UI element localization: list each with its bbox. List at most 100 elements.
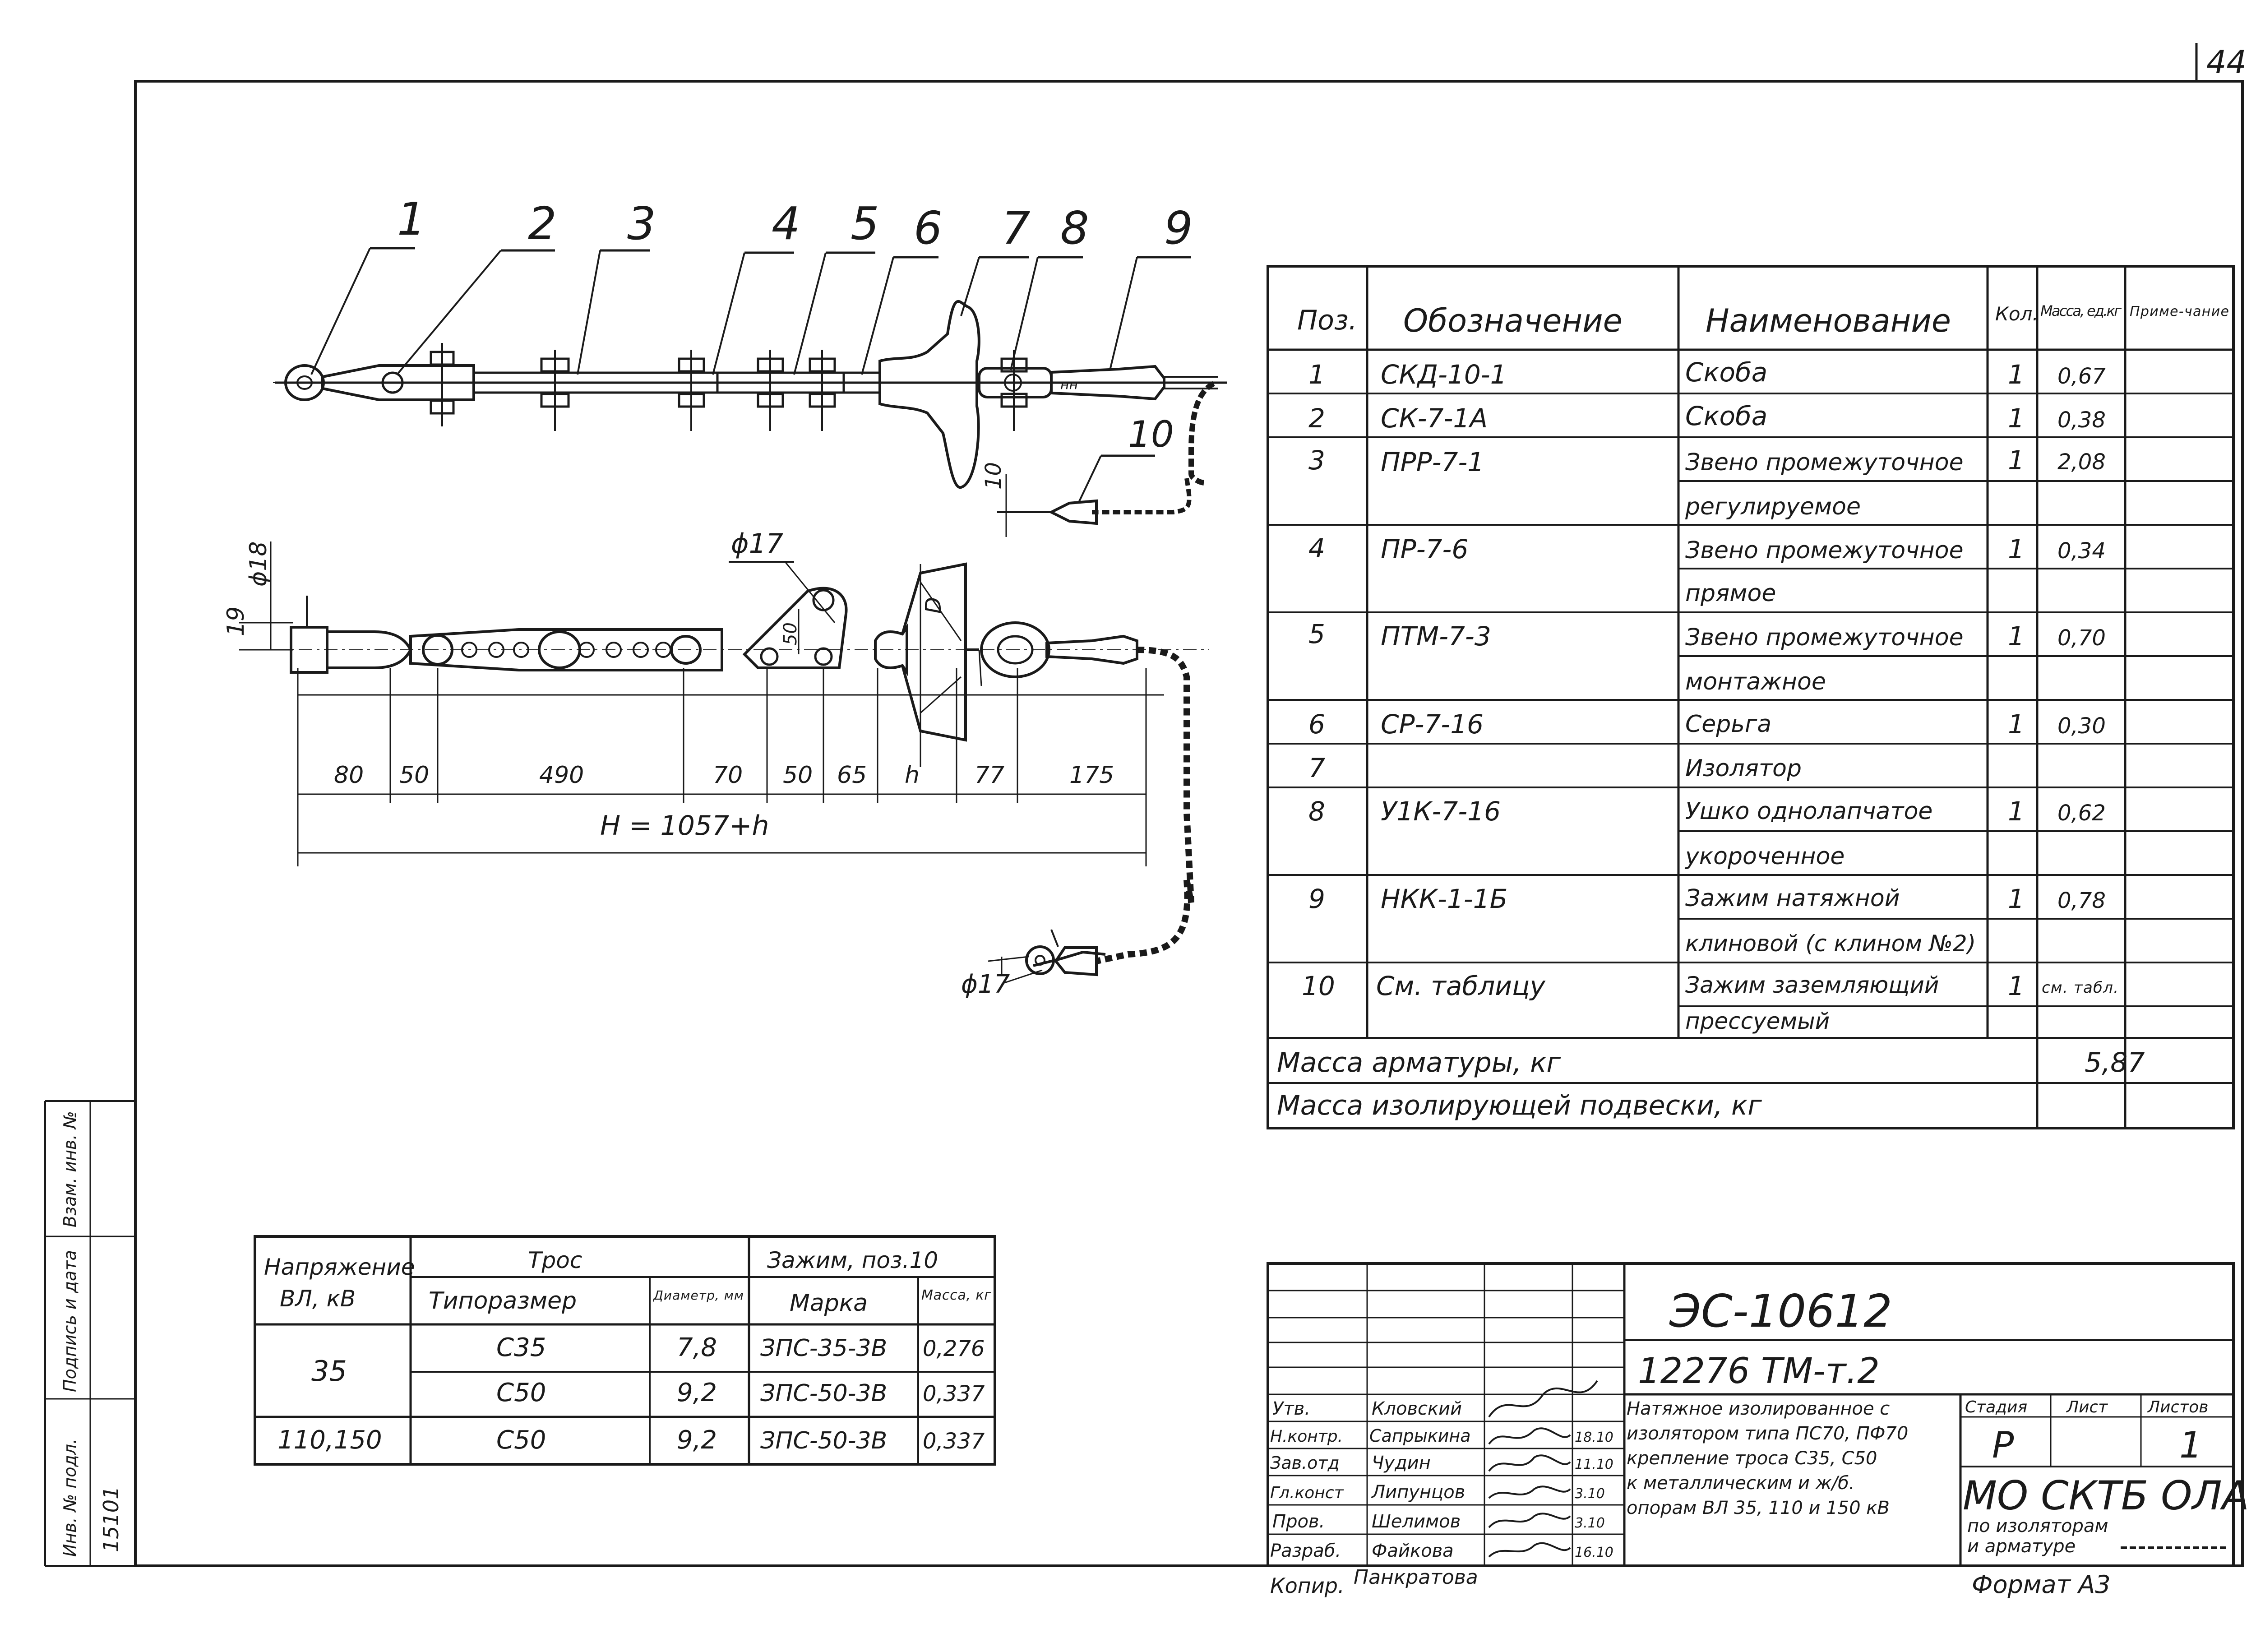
dim-50-b: 50 — [783, 762, 813, 789]
role-1: Утв. — [1272, 1398, 1310, 1419]
role-3: Зав.отд — [1270, 1453, 1340, 1473]
callout-7: 7 — [1002, 202, 1031, 255]
format-label: Формат А3 — [1972, 1570, 2111, 1599]
row-4-code: ПР-7-6 — [1381, 534, 1468, 565]
row-4-name: Звено промежуточное — [1685, 537, 1964, 564]
page-number-block: 44 — [1940, 43, 2247, 83]
callout-8: 8 — [1060, 202, 1089, 255]
inv-no-value: 15101 — [99, 1486, 123, 1552]
row-6-qty: 1 — [2008, 709, 2025, 740]
row-2-code: СК-7-1А — [1381, 403, 1488, 434]
row-5-code: ПТМ-7-3 — [1381, 621, 1491, 652]
desc-line-5: опорам ВЛ 35, 110 и 150 кВ — [1627, 1498, 1890, 1518]
cable-h-voltage-2: ВЛ, кВ — [280, 1286, 356, 1312]
row-3-name: Звено промежуточное — [1685, 449, 1964, 476]
row-3b-name: регулируемое — [1685, 493, 1861, 520]
callout-9: 9 — [1164, 202, 1193, 255]
sheet-frame — [134, 80, 2244, 1567]
cable-h-voltage-1: Напряжение — [264, 1254, 415, 1280]
row-5-pos: 5 — [1308, 619, 1325, 649]
row-1-code: СКД-10-1 — [1381, 359, 1507, 390]
mass-fittings-value: 5,87 — [2085, 1047, 2145, 1078]
desc-line-1: Натяжное изолированное с — [1627, 1398, 1890, 1419]
row-10b-name: прессуемый — [1685, 1008, 1830, 1034]
row-5-mass: 0,70 — [2057, 625, 2106, 651]
cable-r3-mass: 0,337 — [923, 1429, 985, 1454]
org-name: МО СКТБ ОЛА — [1963, 1472, 2249, 1519]
sheet-label: Лист — [2066, 1398, 2108, 1416]
sign-date-label: Подпись и дата — [60, 1250, 80, 1392]
row-1-name: Скоба — [1685, 357, 1767, 388]
role-5: Пров. — [1272, 1511, 1325, 1532]
row-4-mass: 0,34 — [2057, 538, 2106, 564]
mass-fittings-label: Масса арматуры, кг — [1277, 1047, 1561, 1078]
dim-phi17-bottom: ϕ17 — [961, 970, 1010, 999]
row-4b-name: прямое — [1685, 580, 1776, 607]
assembly-top-view: нн 10 — [273, 300, 1227, 537]
dim-total-H: H = 1057+h — [600, 810, 769, 842]
row-8b-name: укороченное — [1684, 843, 1845, 870]
cable-r1-type: С35 — [496, 1333, 546, 1362]
cable-h-brand: Марка — [790, 1290, 868, 1317]
stage-value: Р — [1992, 1424, 2014, 1466]
role-4-date: 3.10 — [1575, 1486, 1605, 1502]
row-9b-name: клиновой (с клином №2) — [1685, 930, 1976, 957]
parts-h-pos: Поз. — [1297, 305, 1357, 336]
row-10-mass: см. табл. — [2042, 979, 2118, 997]
doc-code: ЭС-10612 — [1669, 1285, 1892, 1337]
row-2-qty: 1 — [2008, 403, 2025, 434]
row-5b-name: монтажное — [1685, 668, 1826, 695]
inv-no-label: Инв. № подл. — [60, 1439, 80, 1557]
parts-table: Поз. Обозначение Наименование Кол. Масса… — [1267, 265, 2235, 1129]
role-4: Гл.конст — [1270, 1484, 1344, 1502]
row-3-qty: 1 — [2008, 445, 2025, 476]
row-9-pos: 9 — [1308, 884, 1325, 914]
cable-r3-diam: 9,2 — [677, 1425, 717, 1455]
title-block: ЭС-10612 12276 ТМ-т.2 Утв. Кловский Н.ко… — [1267, 1262, 2249, 1599]
row-3-pos: 3 — [1308, 445, 1325, 476]
org-sub-1: по изоляторам — [1967, 1516, 2108, 1536]
cable-r3-voltage: 110,150 — [277, 1425, 382, 1455]
position-callouts: 1 2 3 4 5 6 7 8 9 10 — [310, 193, 1193, 504]
bolts-top — [430, 343, 1028, 431]
row-1-pos: 1 — [1308, 359, 1325, 390]
cable-h-mass: Масса, кг — [921, 1287, 991, 1303]
insulator-top — [878, 300, 980, 489]
parts-h-name: Наименование — [1706, 302, 1951, 339]
dim-10: 10 — [981, 462, 1006, 490]
role-5-date: 3.10 — [1575, 1515, 1605, 1531]
row-8-qty: 1 — [2008, 796, 2025, 827]
role-4-name: Липунцов — [1371, 1482, 1465, 1503]
cable-r2-mass: 0,337 — [923, 1381, 985, 1407]
callout-4: 4 — [772, 197, 800, 250]
dim-77: 77 — [975, 762, 1004, 789]
parts-h-mass: Масса, ед.кг — [2040, 302, 2122, 319]
row-6-pos: 6 — [1308, 709, 1325, 740]
callout-3: 3 — [627, 197, 656, 250]
copied-name: Панкратова — [1354, 1566, 1478, 1589]
cable-h-cable: Трос — [528, 1247, 582, 1273]
row-10-pos: 10 — [1302, 971, 1335, 1001]
row-6-mass: 0,30 — [2057, 713, 2106, 739]
callout-1: 1 — [397, 193, 426, 245]
row-1-mass: 0,67 — [2057, 364, 2106, 389]
callout-6: 6 — [914, 202, 943, 255]
cable-r2-brand: ЗПС-50-3В — [760, 1380, 887, 1407]
parts-h-designation: Обозначение — [1403, 302, 1623, 339]
row-2-name: Скоба — [1685, 401, 1767, 431]
dim-70: 70 — [713, 762, 743, 789]
desc-line-2: изолятором типа ПС70, ПФ70 — [1627, 1423, 1908, 1444]
sheets-label: Листов — [2147, 1398, 2208, 1416]
role-3-date: 11.10 — [1575, 1457, 1613, 1472]
row-2-mass: 0,38 — [2057, 407, 2106, 433]
row-8-name: Ушко однолапчатое — [1685, 798, 1932, 825]
role-6-name: Файкова — [1372, 1541, 1454, 1561]
copied-label: Копир. — [1270, 1573, 1345, 1598]
sheets-value: 1 — [2179, 1424, 2202, 1466]
row-10-qty: 1 — [2008, 971, 2025, 1001]
row-9-name: Зажим натяжной — [1685, 885, 1900, 912]
row-5-name: Звено промежуточное — [1685, 624, 1964, 651]
dim-50-a: 50 — [399, 762, 429, 789]
role-3-name: Чудин — [1372, 1453, 1431, 1473]
